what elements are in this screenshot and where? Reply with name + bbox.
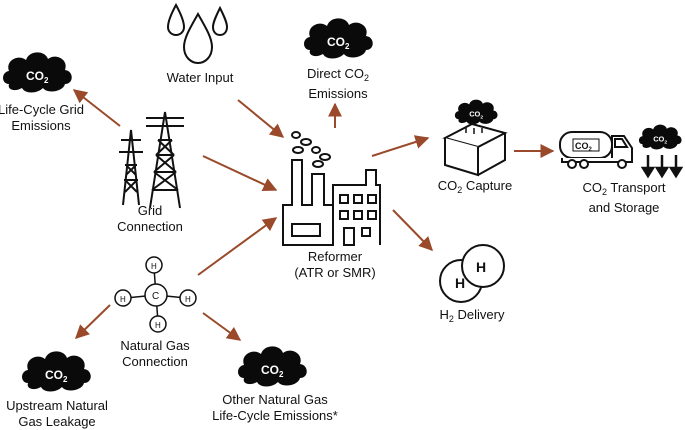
cloud-label: CO2 [327, 35, 350, 51]
arrow-natgas-to-upstream [74, 304, 111, 339]
co2-cloud-icon: CO2 [454, 99, 498, 125]
h-atom-label: H [455, 275, 465, 291]
truck-label: CO2 [575, 141, 593, 153]
cloud-label: CO2 [261, 363, 284, 379]
co2-transport-label: CO2 Transport and Storage [582, 180, 666, 215]
arrow-natgas-to-reformer [197, 217, 278, 276]
cloud-label: CO2 [469, 110, 483, 121]
water-input-label: Water Input [166, 70, 234, 85]
upstream-ng-label: Upstream Natural Gas Leakage [6, 398, 108, 429]
c-atom-label: C [152, 291, 159, 302]
co2-cloud-icon: CO2 [238, 346, 307, 387]
arrow-grid-to-lifecycle [72, 89, 121, 127]
storage-arrows-icon [640, 155, 684, 179]
h-atom-label: H [185, 295, 191, 304]
methane-molecule-icon: C H H H H [114, 256, 197, 333]
co2-capture-label: CO2 Capture [437, 178, 513, 195]
cloud-label: CO2 [653, 135, 667, 146]
co2-cloud-icon: CO2 [638, 124, 682, 150]
arrow-reformer-to-h2 [392, 209, 433, 252]
water-drops-icon [166, 2, 229, 65]
h-atom-label: H [155, 321, 161, 330]
direct-co2-label: Direct CO2 Emissions [306, 66, 370, 101]
arrow-grid-to-reformer [202, 155, 278, 192]
transmission-tower-icon [119, 111, 184, 209]
arrow-water-to-reformer [237, 99, 285, 138]
arrow-natgas-to-other [202, 312, 242, 341]
h-atom-label: H [120, 295, 126, 304]
co2-cloud-icon: CO2 [304, 18, 373, 59]
co2-cloud-icon: CO2 [3, 52, 72, 93]
reformer-label: Reformer (ATR or SMR) [294, 249, 376, 280]
flow-arrows [72, 89, 555, 341]
hydrogen-molecule-icon: H H [439, 244, 505, 303]
cloud-label: CO2 [45, 368, 68, 384]
natural-gas-label: Natural Gas Connection [120, 338, 190, 369]
grid-connection-label: Grid Connection [117, 203, 183, 234]
cloud-label: CO2 [26, 69, 49, 85]
capture-box-icon [442, 122, 508, 177]
h-atom-label: H [151, 262, 157, 271]
factory-icon [282, 131, 381, 246]
arrow-reformer-to-capture [371, 135, 430, 157]
tanker-truck-icon: CO2 [559, 131, 633, 169]
other-ng-label: Other Natural Gas Life-Cycle Emissions* [212, 392, 338, 423]
h2-delivery-label: H2 Delivery [439, 307, 505, 324]
co2-cloud-icon: CO2 [22, 351, 91, 392]
h-atom-label: H [476, 259, 486, 275]
lifecycle-grid-label: Life-Cycle Grid Emissions [0, 102, 84, 133]
